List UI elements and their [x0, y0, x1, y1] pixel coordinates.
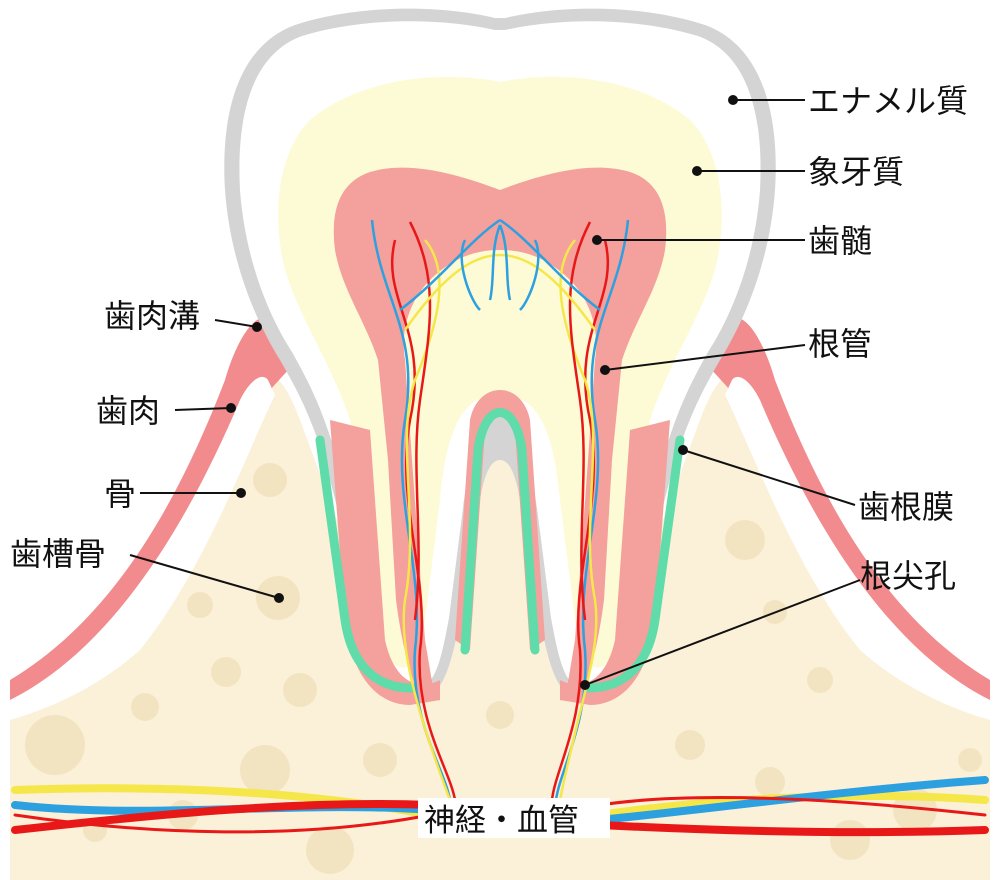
gingiva-right-inner [725, 376, 990, 720]
label-dentin: 象牙質 [808, 153, 904, 191]
gingiva-right [710, 318, 990, 710]
periodontal-ligament [315, 408, 685, 693]
label-bone: 骨 [104, 475, 136, 513]
leader-dots [226, 95, 738, 690]
label-apical-foramen: 根尖孔 [860, 557, 956, 595]
root-pulp-right [560, 420, 670, 705]
label-gingiva: 歯肉 [96, 392, 160, 430]
label-alveolar-bone: 歯槽骨 [10, 535, 106, 573]
nerve-vessel-bundle [11, 776, 989, 837]
label-pulp: 歯髄 [808, 222, 872, 260]
nerve-vessel-label-bg [418, 798, 610, 838]
label-nerve-vessel: 神経・血管 [424, 803, 579, 839]
label-gingival-sulcus: 歯肉溝 [104, 297, 200, 335]
gingiva-left [10, 318, 290, 710]
label-enamel: エナメル質 [808, 82, 968, 120]
label-periodontal-ligament: 歯根膜 [858, 488, 954, 526]
gingiva-left-inner [10, 376, 275, 720]
label-root-canal: 根管 [808, 325, 872, 363]
leader-lines [129, 99, 861, 686]
root-pulp-left [330, 420, 440, 705]
